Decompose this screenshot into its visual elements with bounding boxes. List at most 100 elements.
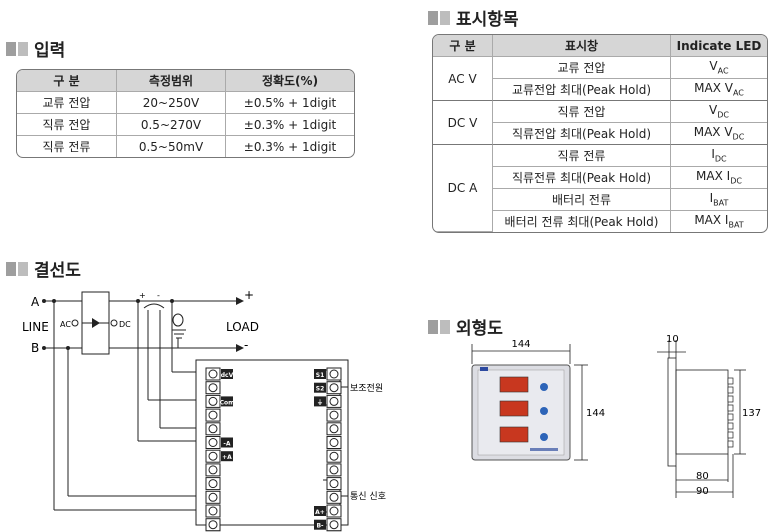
screw-icon <box>208 465 218 475</box>
button-icon <box>540 407 548 415</box>
terminal-label: S1 <box>316 372 325 379</box>
button-icon <box>540 433 548 441</box>
terminal-label: -A <box>223 441 230 448</box>
connector-fin <box>727 431 734 439</box>
terminal-label: +A <box>222 454 232 461</box>
minus-label: - <box>244 338 248 352</box>
led-display <box>499 426 529 443</box>
dc-label: DC <box>119 320 131 329</box>
svg-text:-: - <box>157 291 160 300</box>
table-header: 구 분 <box>433 35 493 57</box>
table-row: 직류 전압 0.5~270V ±0.3% + 1digit <box>17 114 354 136</box>
screw-icon <box>208 492 218 502</box>
table-row: 직류 전류 0.5~50mV ±0.3% + 1digit <box>17 136 354 157</box>
terminal-label-bg <box>314 519 326 530</box>
dim-depth-80: 80 <box>696 471 709 482</box>
dim-depth-top: 10 <box>666 334 679 345</box>
table-header: 정확도(%) <box>226 70 354 92</box>
screw-icon <box>329 383 339 393</box>
screw-icon <box>329 424 339 434</box>
table-header: 측정범위 <box>117 70 226 92</box>
table-row: DC A 직류 전류 IDC <box>433 145 767 232</box>
dim-front-width: 144 <box>511 339 530 350</box>
terminal-label-bg <box>221 369 233 379</box>
section-bullet-icon <box>428 10 450 25</box>
screw-icon <box>208 369 218 379</box>
screw-icon <box>208 451 218 461</box>
plus-label: + <box>244 288 254 302</box>
terminal-label-bg <box>314 506 326 516</box>
comm-signal-label: 통신 신호 <box>350 491 386 502</box>
terminal-label-bg <box>221 437 233 448</box>
screw-icon <box>329 479 339 489</box>
screw-icon <box>329 506 339 516</box>
dim-side-height: 137 <box>742 408 761 419</box>
terminal-label: S2 <box>316 386 325 393</box>
section-title-wiring: 결선도 <box>6 256 81 281</box>
screw-icon <box>208 438 218 447</box>
input-table: 구 분 측정범위 정확도(%) 교류 전압 20~250V ±0.5% + 1d… <box>16 69 355 158</box>
section-title-display: 표시항목 <box>428 5 519 30</box>
connector-fin <box>727 413 734 421</box>
display-table: 구 분 표시창 Indicate LED AC V 교류 전압 VAC 교류전압… <box>432 34 768 233</box>
screw-icon <box>329 520 339 530</box>
screw-icon <box>208 520 218 530</box>
svg-text:+: + <box>139 291 146 300</box>
screw-icon <box>208 410 218 420</box>
led-display <box>499 400 529 417</box>
table-row: 직류전류 최대(Peak Hold) MAX IDC <box>433 167 767 189</box>
screw-icon <box>329 369 339 379</box>
screw-icon <box>208 396 218 406</box>
ac-label: AC <box>60 320 71 329</box>
line-a-label: A <box>31 295 40 309</box>
section-title-dimension: 외형도 <box>428 314 503 339</box>
dimension-drawing: 144 144 10 137 80 90 <box>471 334 761 498</box>
aux-power-label: 보조전원 <box>350 383 383 394</box>
dim-depth-90: 90 <box>696 486 709 497</box>
table-header: 구 분 <box>17 70 117 92</box>
table-row: AC V 교류 전압 VAC <box>433 57 767 101</box>
dim-front-height: 144 <box>586 408 605 419</box>
terminal-label-bg <box>314 396 326 407</box>
table-header: Indicate LED <box>671 35 767 57</box>
table-row: 직류전압 최대(Peak Hold) MAX VDC <box>433 123 767 145</box>
table-row: 배터리 전류 IBAT <box>433 189 767 211</box>
led-display <box>499 376 529 393</box>
connector-fin <box>727 404 734 412</box>
button-icon <box>540 383 548 391</box>
wiring-diagram: AC DC A B LINE LOAD + - + - 보조전원 통신 신호 d… <box>22 288 386 532</box>
load-label: LOAD <box>226 320 259 334</box>
terminal-label-bg <box>314 369 326 379</box>
terminal-label-bg <box>221 451 233 462</box>
connector-fin <box>727 386 734 394</box>
screw-icon <box>208 506 218 516</box>
table-row: 교류 전압 20~250V ±0.5% + 1digit <box>17 92 354 114</box>
screw-icon <box>329 410 339 420</box>
screw-icon <box>329 438 339 447</box>
screw-icon <box>208 479 218 489</box>
terminal-label: dcV <box>221 372 234 379</box>
section-bullet-icon <box>6 261 28 276</box>
connector-fin <box>727 422 734 430</box>
table-row: DC V 직류 전압 VDC <box>433 101 767 145</box>
screw-icon <box>208 383 218 393</box>
section-title-input: 입력 <box>6 36 65 61</box>
terminal-label-bg <box>314 382 326 393</box>
table-row: 배터리 전류 최대(Peak Hold) MAX IBAT <box>433 211 767 232</box>
section-bullet-icon <box>428 319 450 334</box>
terminal-label: Com <box>220 399 235 406</box>
screw-icon <box>329 492 339 502</box>
terminal-label: ⏚ <box>317 399 323 406</box>
screw-icon <box>329 451 339 461</box>
screw-icon <box>329 465 339 475</box>
section-bullet-icon <box>6 41 28 56</box>
connector-fin <box>727 377 734 385</box>
screw-icon <box>208 424 218 434</box>
table-row: 교류전압 최대(Peak Hold) MAX VAC <box>433 79 767 101</box>
connector-fin <box>727 440 734 448</box>
connector-fin <box>727 395 734 403</box>
line-b-label: B <box>31 341 39 355</box>
terminal-label: B- <box>316 523 324 530</box>
